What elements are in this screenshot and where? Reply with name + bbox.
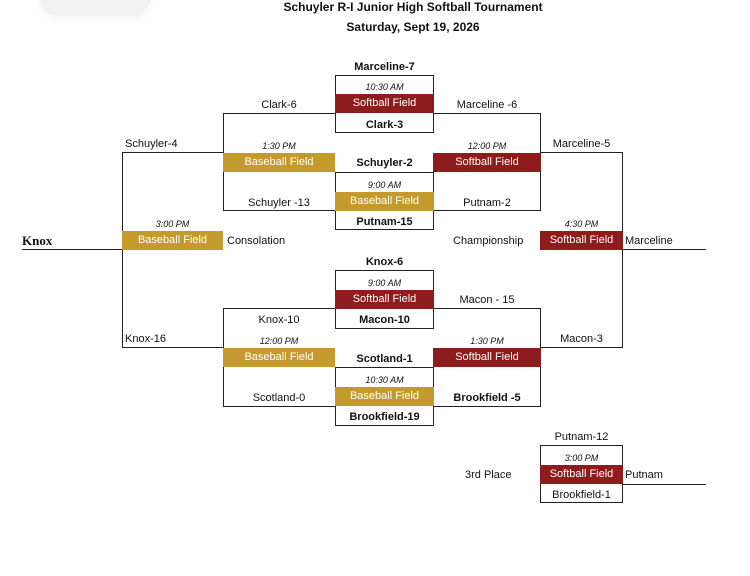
team-scotland-1: Scotland-1	[356, 353, 413, 365]
team-schuyler-13: Schuyler -13	[248, 197, 310, 209]
tournament-date: Saturday, Sept 19, 2026	[346, 20, 480, 34]
team-knox-6: Knox-6	[365, 256, 404, 268]
team-scotland-0: Scotland-0	[252, 392, 306, 404]
game-time: 12:00 PM	[467, 141, 507, 151]
softball-field-box: Softball Field	[335, 94, 434, 113]
baseball-field-box: Baseball Field	[335, 387, 434, 406]
game-time: 1:30 PM	[470, 336, 504, 346]
team-clark-6: Clark-6	[261, 99, 297, 111]
consolation-winner-knox: Knox	[22, 233, 53, 248]
decorative-blob	[40, 0, 150, 16]
championship-winner-marceline: Marceline	[625, 235, 673, 247]
team-knox-10: Knox-10	[258, 314, 300, 326]
game-time: 3:00 PM	[155, 219, 190, 229]
third-place-label: 3rd Place	[465, 469, 512, 481]
team-macon-10: Macon-10	[359, 314, 410, 326]
team-schuyler-4: Schuyler-4	[125, 138, 178, 150]
team-knox-16: Knox-16	[125, 333, 166, 345]
game-time: 10:30 AM	[365, 82, 404, 92]
baseball-field-box: Baseball Field	[223, 348, 335, 367]
game-time: 10:30 AM	[365, 375, 404, 385]
softball-field-box: Softball Field	[335, 290, 434, 309]
team-marceline-7: Marceline-7	[354, 61, 415, 73]
softball-field-box: Softball Field	[433, 153, 541, 172]
tournament-title: Schuyler R-I Junior High Softball Tourna…	[283, 0, 543, 14]
team-marceline-5: Marceline-5	[552, 138, 611, 150]
team-brookfield-1: Brookfield-1	[552, 489, 611, 501]
game-time: 9:00 AM	[367, 180, 402, 190]
third-place-winner-putnam: Putnam	[625, 469, 663, 481]
game-time: 4:30 PM	[564, 219, 599, 229]
baseball-field-box: Baseball Field	[223, 153, 335, 172]
team-clark-3: Clark-3	[365, 119, 404, 131]
game-time: 1:30 PM	[262, 141, 296, 151]
team-putnam-2: Putnam-2	[463, 197, 511, 209]
game-time: 3:00 PM	[564, 453, 599, 463]
team-putnam-12: Putnam-12	[554, 431, 609, 443]
game-time: 12:00 PM	[259, 336, 299, 346]
team-macon-3: Macon-3	[560, 333, 603, 345]
team-brookfield-19: Brookfield-19	[349, 411, 420, 423]
baseball-field-box: Baseball Field	[335, 192, 434, 211]
softball-field-box: Softball Field	[433, 348, 541, 367]
softball-field-box: Softball Field	[540, 465, 623, 484]
softball-field-box: Softball Field	[540, 231, 623, 250]
team-marceline-6: Marceline -6	[456, 99, 518, 111]
championship-label: Championship	[453, 235, 524, 247]
team-macon-15: Macon - 15	[459, 294, 515, 306]
team-schuyler-2: Schuyler-2	[356, 157, 413, 169]
consolation-label: Consolation	[227, 235, 286, 247]
team-putnam-15: Putnam-15	[356, 216, 413, 228]
baseball-field-box: Baseball Field	[122, 231, 223, 250]
game-time: 9:00 AM	[367, 278, 402, 288]
team-brookfield-5: Brookfield -5	[453, 392, 521, 404]
